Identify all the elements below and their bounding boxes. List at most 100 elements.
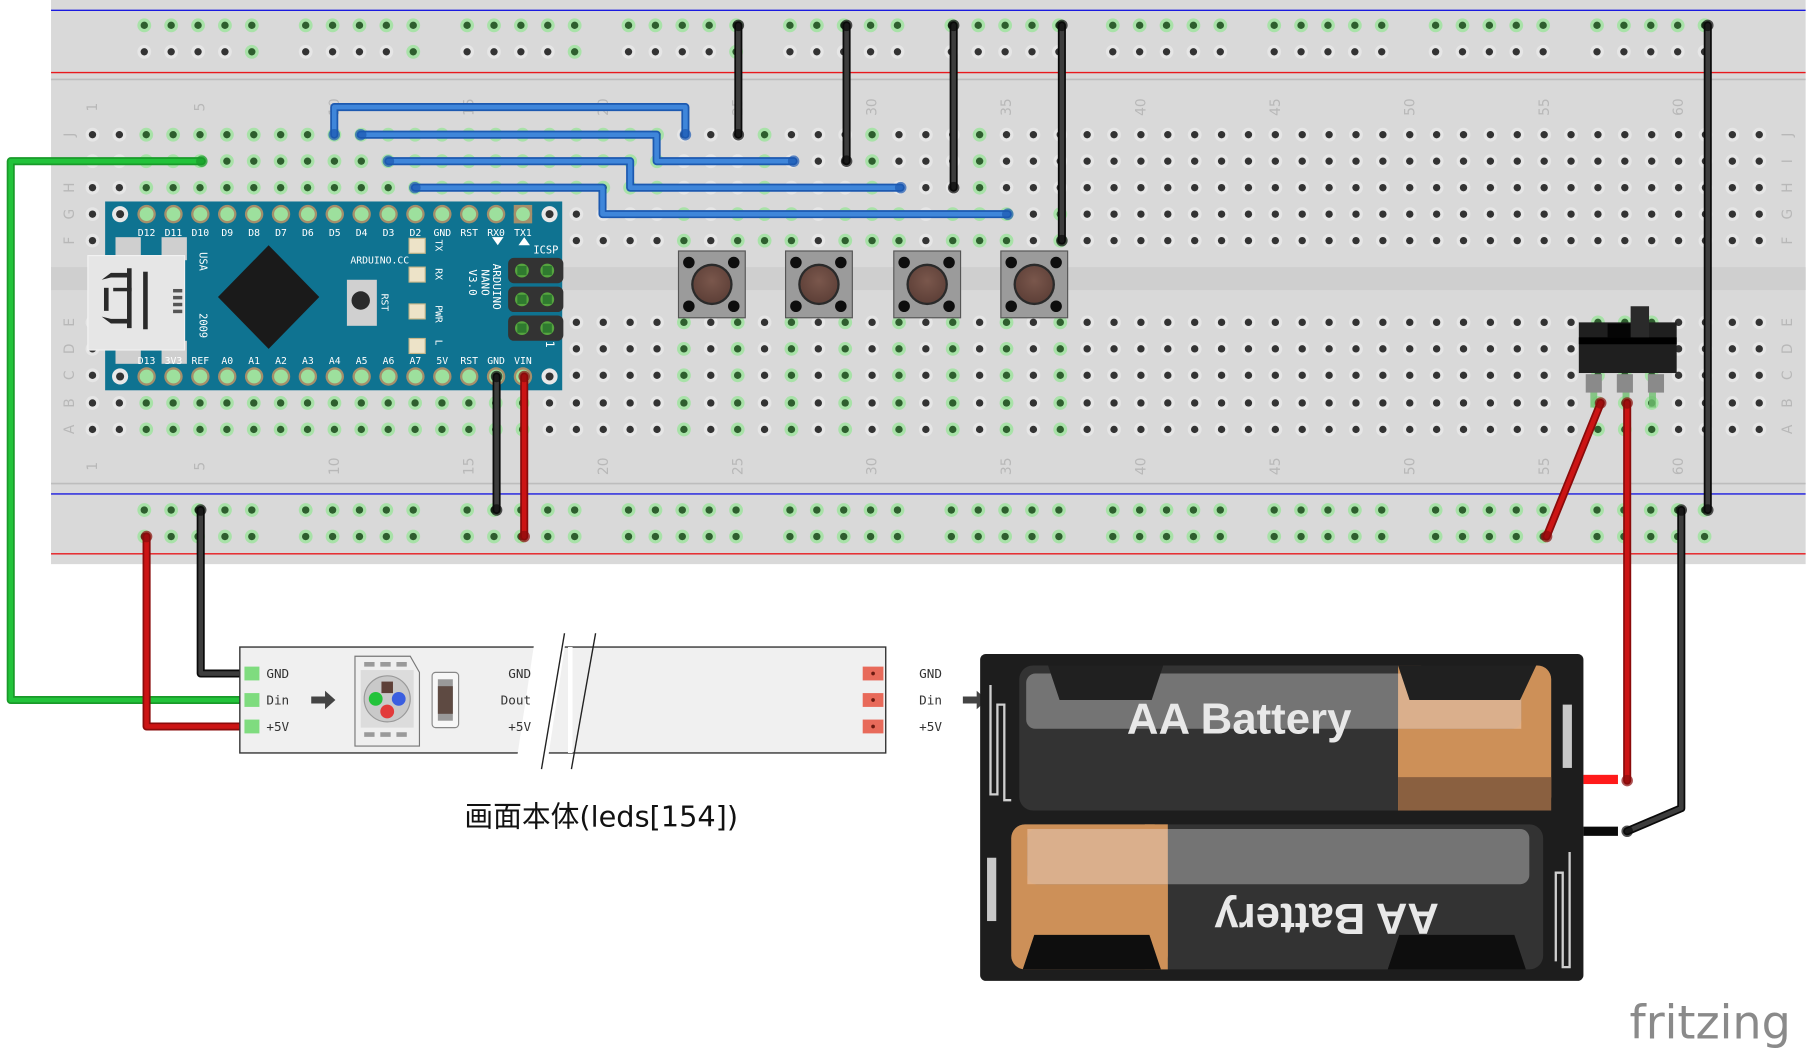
rail-hole[interactable] [490,532,498,541]
hole[interactable] [411,425,419,434]
rail-hole[interactable] [1512,21,1520,30]
rail-hole[interactable] [1001,48,1009,56]
rail-hole[interactable] [302,21,310,30]
hole[interactable] [1513,371,1521,380]
hole[interactable] [1728,183,1737,192]
hole[interactable] [760,318,769,327]
hole[interactable] [1406,183,1414,192]
hole[interactable] [733,425,742,434]
hole[interactable] [1755,131,1763,139]
rail-hole[interactable] [463,532,471,541]
hole[interactable] [303,425,312,434]
hole[interactable] [1728,236,1737,245]
hole[interactable] [680,399,688,407]
hole[interactable] [922,131,930,139]
hole[interactable] [1191,236,1199,245]
hole[interactable] [1486,183,1495,192]
wire-end[interactable] [382,155,395,167]
hole[interactable] [1513,318,1521,327]
pin-d8[interactable] [247,207,262,222]
hole[interactable] [1486,399,1495,407]
rail-hole[interactable] [382,21,391,30]
pin-a2[interactable] [274,369,288,384]
hole[interactable] [1674,425,1683,434]
rail-hole[interactable] [328,506,337,514]
hole[interactable] [1755,236,1763,245]
hole[interactable] [276,399,285,407]
wire-core[interactable] [1544,400,1604,539]
hole[interactable] [1137,318,1145,327]
hole[interactable] [760,131,769,139]
hole[interactable] [276,157,285,165]
hole[interactable] [1513,425,1521,434]
hole[interactable] [88,399,97,407]
hole[interactable] [1459,131,1468,139]
hole[interactable] [787,318,796,327]
hole[interactable] [384,183,392,192]
rail-hole[interactable] [1297,506,1305,514]
rail-hole[interactable] [1270,506,1278,514]
hole[interactable] [1002,399,1011,407]
rail-hole[interactable] [893,21,902,30]
hole[interactable] [1728,425,1737,434]
pin-ref[interactable] [193,369,208,384]
rail-hole[interactable] [1458,21,1467,30]
hole[interactable] [357,183,365,192]
hole[interactable] [868,425,876,434]
wire-black-btn1[interactable] [732,19,745,141]
rail-hole[interactable] [1055,506,1063,514]
rail-hole[interactable] [328,21,337,30]
hole[interactable] [733,399,742,407]
pin-5v[interactable] [435,369,450,384]
hole[interactable] [1325,236,1333,245]
hole[interactable] [1621,157,1629,165]
hole[interactable] [1056,345,1064,353]
hole[interactable] [1083,210,1091,218]
rail-hole[interactable] [1189,532,1198,541]
hole[interactable] [949,425,957,434]
rail-hole[interactable] [1109,532,1117,541]
rail-hole[interactable] [1620,21,1628,30]
rail-hole[interactable] [382,506,391,514]
hole[interactable] [787,236,796,245]
hole[interactable] [1486,131,1495,139]
rail-hole[interactable] [490,48,498,56]
hole[interactable] [733,318,742,327]
hole[interactable] [88,371,97,380]
rail-hole[interactable] [248,532,256,541]
pin-rst[interactable] [462,369,477,384]
slide-switch[interactable] [1578,306,1677,408]
hole[interactable] [1217,318,1226,327]
rail-hole[interactable] [893,506,902,514]
pin-d11[interactable] [166,207,181,222]
hole[interactable] [626,425,634,434]
hole[interactable] [1325,371,1333,380]
hole[interactable] [1298,210,1306,218]
pin-a3[interactable] [300,369,315,384]
hole[interactable] [1406,318,1414,327]
hole[interactable] [1728,371,1737,380]
hole[interactable] [1325,210,1333,218]
hole[interactable] [1271,371,1280,380]
hole[interactable] [1728,318,1737,327]
hole[interactable] [1648,236,1656,245]
wire-blue-1[interactable] [328,103,692,141]
rail-hole[interactable] [1673,48,1682,56]
hole[interactable] [1459,157,1468,165]
rail-hole[interactable] [1324,21,1332,30]
hole[interactable] [680,345,688,353]
hole[interactable] [1567,371,1575,380]
pin-a4[interactable] [327,369,342,384]
hole[interactable] [1459,371,1468,380]
hole[interactable] [115,425,124,434]
hole[interactable] [276,131,285,139]
hole[interactable] [1728,345,1737,353]
hole[interactable] [1567,318,1575,327]
wire-end[interactable] [1621,397,1633,409]
hole[interactable] [1164,157,1172,165]
hole[interactable] [1432,345,1441,353]
hole[interactable] [653,345,661,353]
hole[interactable] [1110,371,1118,380]
hole[interactable] [1029,183,1038,192]
hole[interactable] [653,425,661,434]
